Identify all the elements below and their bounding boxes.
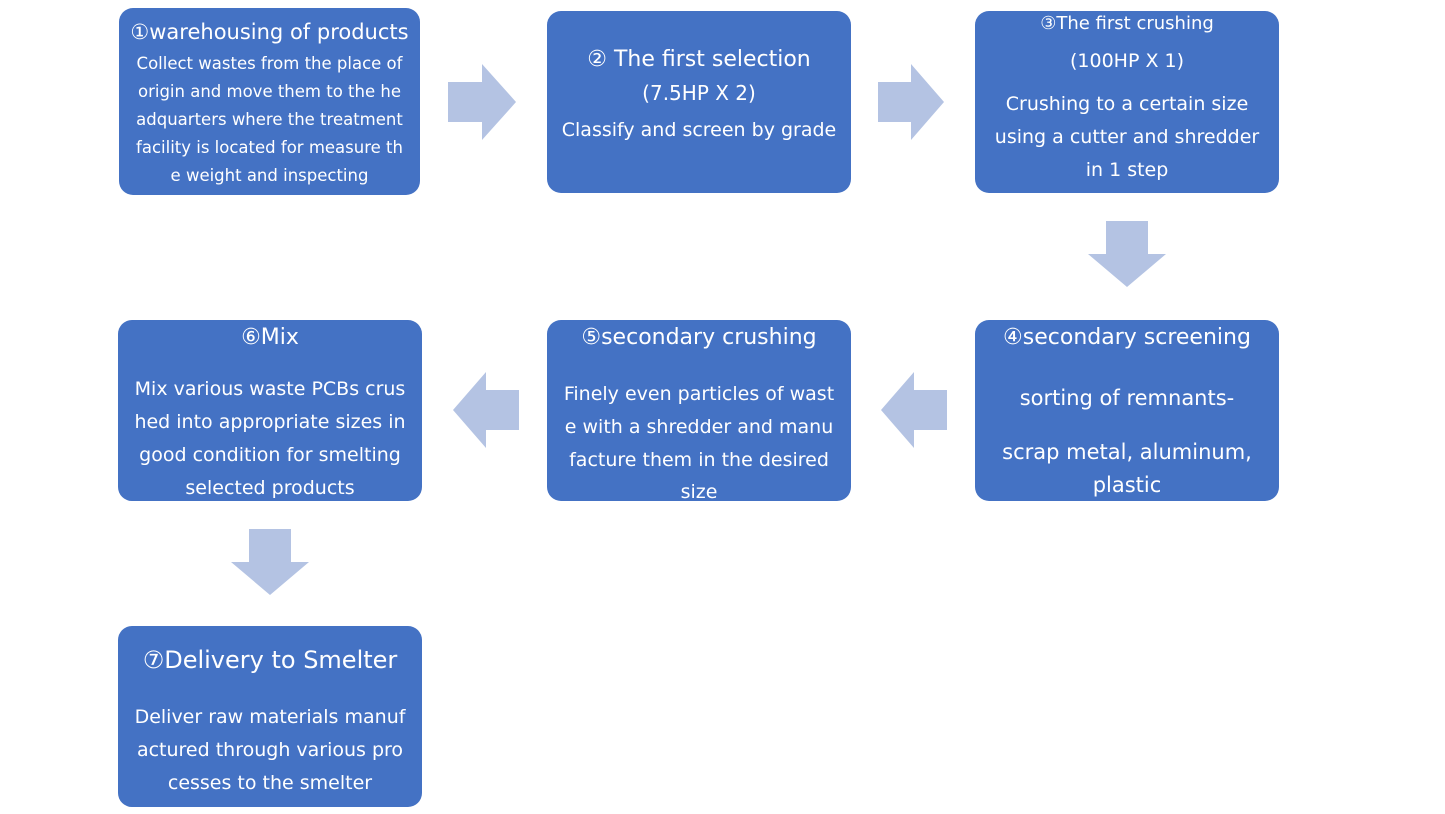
step-2-line-1: (7.5HP X 2) — [642, 81, 756, 105]
arrow-down-6-to-7 — [231, 529, 309, 595]
arrow-right-shape — [448, 64, 516, 140]
step-2-title: ② The first selection — [587, 47, 811, 72]
arrow-left-5-to-6 — [453, 372, 519, 448]
step-1-line-2: origin and move them to the he — [138, 82, 401, 101]
arrow-down-3-to-4 — [1088, 221, 1166, 287]
step-1-line-4: facility is located for measure th — [136, 138, 403, 157]
step-6-line-2: hed into appropriate sizes in — [134, 411, 406, 433]
arrow-right-1-to-2 — [448, 64, 516, 140]
arrow-down-shape — [1088, 221, 1166, 287]
step-4-box: ④secondary screening sorting of remnants… — [975, 320, 1279, 501]
step-1-body: Collect wastes from the place of origin … — [119, 50, 420, 190]
step-7-line-2: actured through various pro — [136, 739, 404, 761]
step-3-line-1: (100HP X 1) — [1069, 50, 1185, 72]
step-3-line-2: Crushing to a certain size — [1005, 93, 1249, 115]
step-3-title: ③The first crushing — [1040, 13, 1214, 34]
step-5-line-1: Finely even particles of wast — [563, 383, 835, 405]
step-5-line-3: facture them in the desired — [569, 449, 829, 471]
step-1-title: ①warehousing of products — [130, 20, 409, 44]
step-1-box: ①warehousing of products Collect wastes … — [119, 8, 420, 195]
step-5-box: ⑤secondary crushing Finely even particle… — [547, 320, 851, 501]
step-6-line-4: selected products — [185, 477, 355, 499]
step-3-line-3: using a cutter and shredder — [994, 126, 1260, 148]
step-4-line-3: plastic — [1092, 473, 1162, 497]
step-2-line-2: Classify and screen by grade — [561, 119, 837, 141]
step-4-line-2: scrap metal, aluminum, — [1002, 440, 1252, 464]
arrow-left-shape — [881, 372, 947, 448]
step-5-line-4: size — [680, 481, 718, 501]
arrow-left-shape — [453, 372, 519, 448]
step-4-line-1: sorting of remnants- — [1019, 386, 1235, 410]
step-6-title: ⑥Mix — [241, 325, 299, 350]
step-5-title: ⑤secondary crushing — [581, 325, 817, 350]
step-3-line-4: in 1 step — [1085, 159, 1169, 181]
step-1-line-3: adquarters where the treatment — [136, 110, 403, 129]
step-3-box: ③The first crushing (100HP X 1) Crushing… — [975, 11, 1279, 193]
step-6-line-1: Mix various waste PCBs crus — [134, 378, 406, 400]
arrow-right-2-to-3 — [878, 64, 944, 140]
arrow-right-shape — [878, 64, 944, 140]
step-7-box: ⑦Delivery to Smelter Deliver raw materia… — [118, 626, 422, 807]
step-7-line-3: cesses to the smelter — [167, 772, 373, 794]
arrow-down-shape — [231, 529, 309, 595]
arrow-left-4-to-5 — [881, 372, 947, 448]
step-7-line-1: Deliver raw materials manuf — [134, 706, 406, 728]
step-4-title: ④secondary screening — [1003, 325, 1251, 350]
step-5-line-2: e with a shredder and manu — [564, 416, 834, 438]
step-1-line-1: Collect wastes from the place of — [136, 54, 403, 73]
step-1-line-5: e weight and inspecting — [170, 166, 369, 185]
step-6-box: ⑥Mix Mix various waste PCBs crus hed int… — [118, 320, 422, 501]
step-7-title: ⑦Delivery to Smelter — [142, 646, 398, 674]
step-6-line-3: good condition for smelting — [139, 444, 401, 466]
step-2-box: ② The first selection (7.5HP X 2) Classi… — [547, 11, 851, 193]
